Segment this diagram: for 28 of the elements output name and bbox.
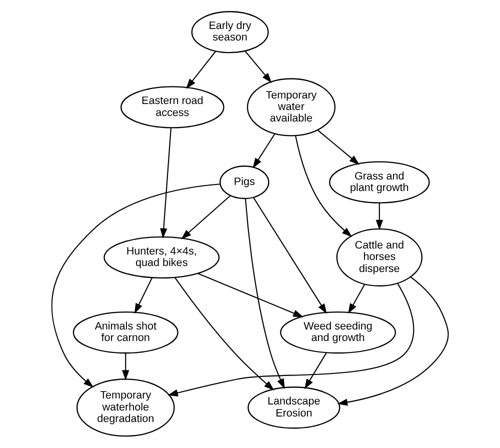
node-ellipse: Weed seeding and growth [280, 311, 396, 354]
arrow [168, 283, 414, 396]
arrow [295, 136, 352, 238]
arrow [244, 198, 285, 389]
node-ellipse: Early dry season [191, 11, 269, 54]
arrow [252, 197, 327, 314]
arrow [348, 284, 366, 314]
arrow [376, 202, 384, 230]
arrow [198, 272, 304, 318]
arrow [337, 276, 449, 406]
arrow [181, 195, 231, 240]
node-ellipse: Temporary water available [246, 78, 336, 136]
node-ellipse: Grass and plant growth [329, 161, 430, 204]
node-ellipse: Landscape Erosion [248, 386, 340, 429]
node-ellipse: Hunters, 4×4s, quad bikes [104, 236, 220, 278]
arrow [252, 134, 276, 168]
arrow [134, 277, 153, 314]
arrow [186, 50, 216, 89]
arrow [122, 353, 130, 380]
arrow [317, 130, 360, 165]
arrow [160, 128, 172, 239]
arrow [174, 277, 274, 390]
arrow [244, 50, 272, 84]
arrow [51, 184, 220, 388]
node-ellipse: Eastern road access [120, 86, 224, 128]
node-ellipse: Animals shot for carnon [72, 311, 178, 354]
node-ellipse: Pigs [220, 166, 270, 200]
arrow [304, 352, 327, 390]
